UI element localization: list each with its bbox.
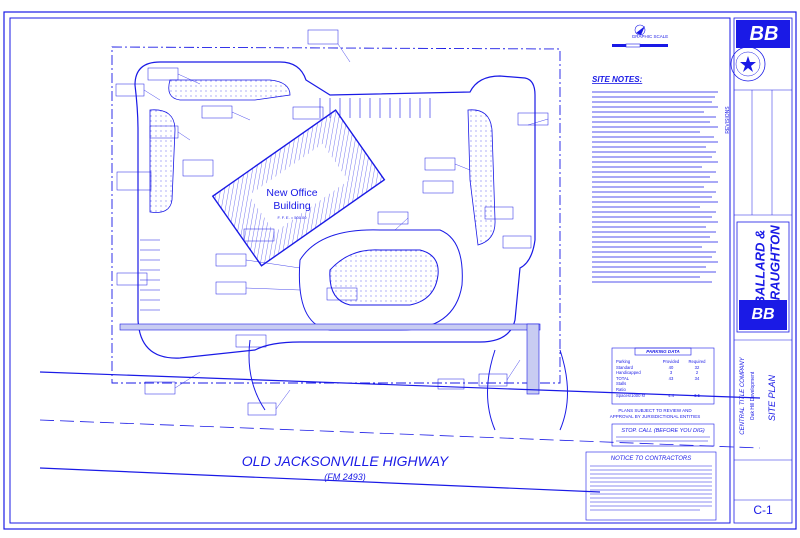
contractors-notice-title: NOTICE TO CONTRACTORS [611,456,691,462]
parking-cell: TOTAL [616,375,630,381]
parking-row: Ratio [616,387,710,393]
seal-star-icon [740,56,756,72]
firm-banner-logo [739,300,787,330]
parking-cell: 34 [694,375,700,381]
parking-row: Spaces/1000 sf 4.4 3.5 [616,393,710,399]
parking-cell: 4.4 [668,392,674,398]
sheet-border-inner [9,17,731,524]
revisions-title: REVISIONS [725,106,731,134]
north-arrow-pointer-icon [636,26,645,35]
project-name: Oak Hill Development [750,371,756,421]
parking-cell: 2 [695,370,699,376]
driveway-flare-east [487,349,568,431]
highway-edge-south [39,467,601,493]
sheet-title: SITE PLAN [767,375,777,422]
parking-cell: Stalls [616,381,627,387]
title-block-strip [733,17,793,524]
approval-line2: APPROVAL BY JURISDICTIONAL ENTITIES [610,414,701,419]
engineer-seal-inner [735,51,761,77]
site-notes-title: SITE NOTES: [592,75,643,84]
road-name: OLD JACKSONVILLE HIGHWAY [242,453,450,469]
parking-data-table: Parking Provided Required Standard 40 32… [616,359,710,398]
client-name: CENTRAL TITLE COMPANY [740,357,746,435]
parking-row: Handicapped 3 2 [616,370,710,376]
parking-row: Stalls [616,381,710,387]
contractors-notice-lines [590,465,712,511]
parking-cell: Ratio [616,386,626,392]
sheet-number: C-1 [753,503,773,517]
landscape-island-west [149,109,176,213]
firm-logo-box [736,20,790,48]
sheet-border-outer [3,11,797,530]
driveway-flare-west [248,339,266,411]
highway-centerline [39,419,761,449]
stop-call-lines [616,436,710,442]
highway-edge-north [39,371,761,399]
firm-logo: BB [749,23,779,45]
parking-cell: 3 [669,370,673,376]
parking-header-row: Parking Provided Required [616,359,710,365]
callout-leaders [143,43,549,410]
parking-stalls-west [140,239,160,311]
approval-line1: PLANS SUBJECT TO REVIEW AND [618,408,692,413]
parking-header-cell: Provided [662,359,680,364]
driveway-east [526,323,540,395]
paving-outer-edge [134,61,536,359]
firm-banner-mark: BB [751,306,775,323]
parking-cell: Handicapped [616,370,641,376]
property-boundary [111,46,561,384]
road-designation: (FM 2493) [324,472,366,482]
parking-cell: 3.5 [694,392,700,398]
parking-cell: 43 [668,375,674,381]
utility-easement [119,323,541,331]
parking-cell: 32 [694,364,700,370]
landscape-island-east [467,109,496,246]
building-name-line2: Building [273,200,311,212]
parking-cell: 40 [668,364,674,370]
parking-cell: Standard [616,364,633,370]
central-landscape-island [329,249,439,306]
drive-aisle-loop [298,229,463,331]
building-name-line1: New Office [266,187,317,199]
graphic-scale-label: GRAPHIC SCALE [632,34,669,39]
parking-stalls-north [319,98,431,118]
site-notes-lines [592,91,718,283]
finish-floor-elevation: F. F. E. = 500.00 [277,215,307,220]
stop-call-box [611,423,715,447]
parking-row: Standard 40 32 [616,365,710,371]
parking-header-cell: Parking [616,359,631,364]
parking-header-cell: Required [688,359,706,364]
parking-cell: Spaces/1000 sf [616,392,645,398]
north-arrow-icon [634,24,646,36]
landscape-strip-north [168,79,291,101]
graphic-scale-bar [612,43,668,48]
contractors-notice-box [585,451,717,521]
parking-row: TOTAL 43 34 [616,376,710,382]
parking-table-title-bar [634,347,692,356]
stop-call-title: STOP. CALL (BEFORE YOU DIG) [621,428,705,434]
building-footprint [211,109,386,267]
parking-data-title: PARKING DATA [646,349,680,354]
